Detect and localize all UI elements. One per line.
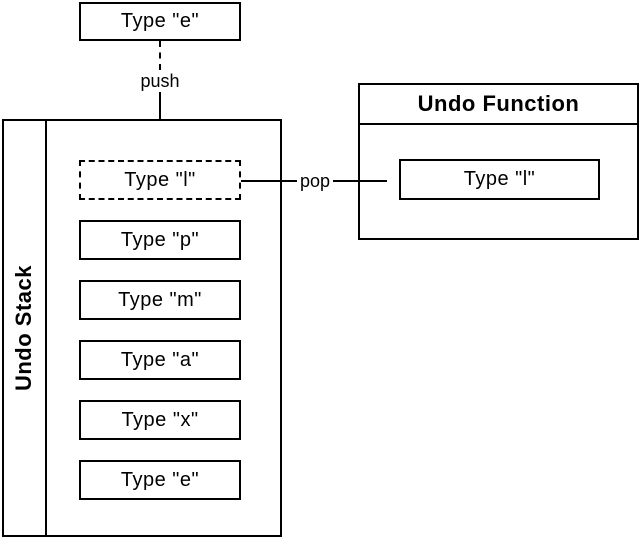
typed-input-box: Type "e" <box>79 2 241 41</box>
stack-item: Type "m" <box>79 280 241 320</box>
push-arrow-label: push <box>130 70 190 92</box>
push-arrow-line <box>159 92 161 123</box>
undo-stack-title-band: Undo Stack <box>4 121 47 535</box>
undo-function-popped-item: Type "l" <box>399 159 600 200</box>
stack-item: Type "e" <box>79 460 241 500</box>
undo-function-title: Undo Function <box>360 85 637 125</box>
undo-stack-title: Undo Stack <box>11 264 37 392</box>
stack-item: Type "x" <box>79 400 241 440</box>
stack-item: Type "a" <box>79 340 241 380</box>
stack-item-top-dashed: Type "l" <box>79 160 241 200</box>
pop-arrow-label: pop <box>297 170 334 192</box>
stack-item: Type "p" <box>79 220 241 260</box>
push-arrow-dashed-segment <box>159 41 161 70</box>
